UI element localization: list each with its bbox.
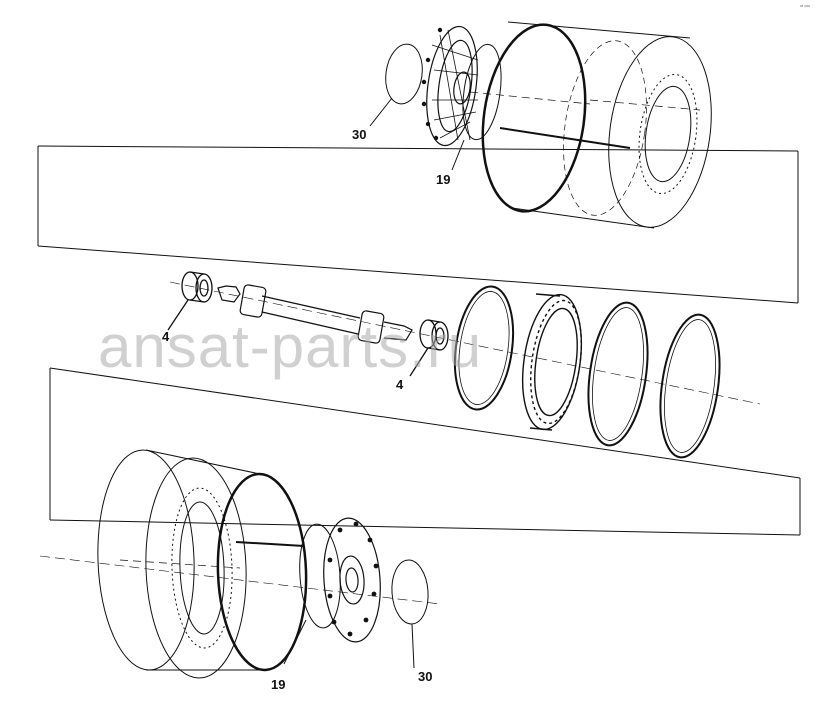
callout-upper-19: 19 [436, 172, 451, 187]
callout-right-4: 4 [396, 377, 404, 392]
lower-cover-disc-30 [391, 559, 429, 669]
upper-thin-disc-19 [451, 43, 502, 171]
callout-upper-30: 30 [352, 127, 367, 142]
left-bearing-4 [167, 271, 213, 331]
callout-lower-19: 19 [271, 677, 286, 692]
center-axis-line [169, 281, 761, 405]
callout-left-4: 4 [162, 329, 170, 344]
right-bearing-4 [409, 319, 449, 377]
corner-mark: ᵒᵗ ⁿᵒᵒ [800, 4, 810, 10]
lower-panel-frame [49, 367, 801, 536]
lower-drum [97, 449, 308, 679]
snap-ring-2 [587, 301, 649, 447]
snap-ring-1 [453, 285, 515, 411]
lower-thin-disc-19 [283, 523, 341, 665]
upper-panel-frame [37, 145, 799, 304]
watermark-text: ansat-parts.ru [98, 313, 483, 380]
upper-cover-disc-30 [369, 43, 423, 127]
lower-hub-flange [323, 517, 381, 643]
outer-ring [659, 313, 721, 459]
drive-shaft [217, 284, 413, 344]
lower-axis-line [39, 555, 441, 605]
upper-hub-flange [421, 25, 479, 147]
gear-ring [522, 293, 582, 431]
upper-drum [469, 21, 712, 229]
callout-lower-30: 30 [418, 669, 433, 684]
